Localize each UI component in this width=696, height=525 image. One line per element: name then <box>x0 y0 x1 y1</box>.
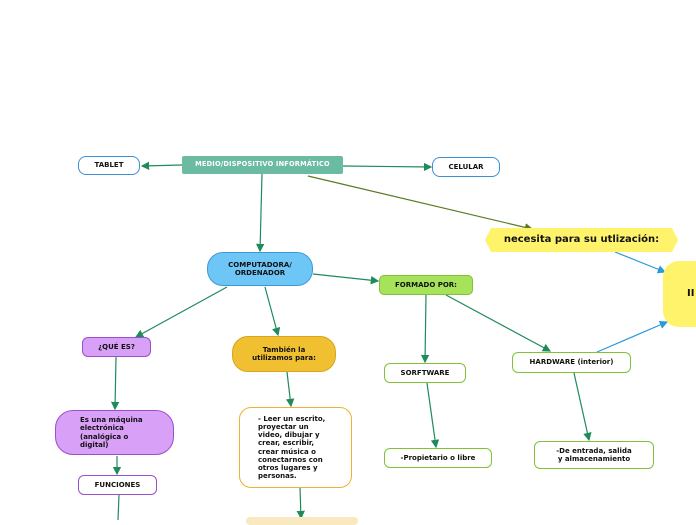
node-usos[interactable]: - Leer un escrito, proyectar un video, d… <box>239 407 352 488</box>
node-entrada-salida[interactable]: -De entrada, salida y almacenamiento <box>534 441 654 469</box>
edge-hardware-entrada <box>573 372 592 442</box>
node-hardware[interactable]: HARDWARE (interior) <box>512 352 631 373</box>
edge-computadora-que <box>134 286 228 338</box>
node-partial-bottom[interactable] <box>246 517 358 525</box>
node-tablet[interactable]: TABLET <box>78 156 140 175</box>
node-propietario[interactable]: -Propietario o libre <box>384 448 492 468</box>
edge-que-maquina <box>110 356 120 411</box>
node-funciones[interactable]: FUNCIONES <box>78 475 157 495</box>
node-formado-por[interactable]: FORMADO POR: <box>379 275 473 295</box>
edge-tambien-leer <box>285 371 295 408</box>
edge-main-necesita <box>307 175 534 232</box>
edge-main-computadora <box>255 173 265 253</box>
node-maquina-electronica[interactable]: Es una máquina electrónica (analógica o … <box>55 410 174 455</box>
node-computadora[interactable]: COMPUTADORA/ ORDENADOR <box>207 252 313 286</box>
edge-formado-hardware <box>445 294 552 352</box>
node-software[interactable]: SORFTWARE <box>384 363 466 383</box>
edge-formado-software <box>420 294 430 364</box>
edge-software-propietario <box>426 382 440 449</box>
node-que-es[interactable]: ¿QUÉ ES? <box>82 337 151 357</box>
edge-computadora-formado <box>312 273 380 285</box>
node-partial-right[interactable]: II <box>663 261 696 327</box>
edge-main-tablet <box>140 161 183 171</box>
edge-funciones-down <box>117 494 120 520</box>
node-medio-dispositivo[interactable]: MEDIO/DISPOSITIVO INFORMÁTICO <box>182 156 343 174</box>
edge-computadora-tambien <box>264 286 281 337</box>
node-necesita[interactable]: necesita para su utlización: <box>485 228 678 252</box>
node-tambien[interactable]: También la utilizamos para: <box>232 336 336 372</box>
edge-necesita-i <box>614 251 667 274</box>
edge-hardware-i <box>596 320 669 353</box>
node-celular[interactable]: CELULAR <box>432 157 500 177</box>
edge-main-celular <box>342 162 433 172</box>
edge-leer-down <box>296 487 305 520</box>
